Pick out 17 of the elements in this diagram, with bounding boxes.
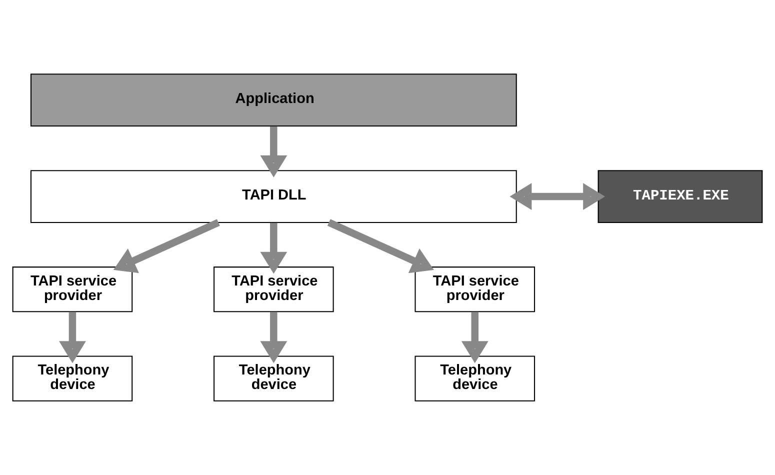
arrow: [260, 222, 288, 274]
node-box: TAPI service provider: [12, 266, 133, 312]
arrow: [113, 219, 220, 274]
arrow: [510, 183, 606, 210]
arrow: [260, 126, 288, 178]
node-box: Telephony device: [214, 356, 334, 402]
arrow: [327, 219, 434, 274]
node-box: Telephony device: [414, 356, 536, 402]
node-box: TAPI DLL: [30, 170, 517, 223]
arrow: [260, 312, 288, 364]
node-box: TAPI service provider: [414, 266, 536, 312]
node-box: TAPI service provider: [214, 266, 334, 312]
arrow: [59, 312, 86, 364]
node-box: TAPIEXE.EXE: [598, 170, 763, 223]
arrow: [461, 312, 488, 364]
node-box: Telephony device: [12, 356, 133, 402]
node-box: Application: [30, 74, 517, 127]
